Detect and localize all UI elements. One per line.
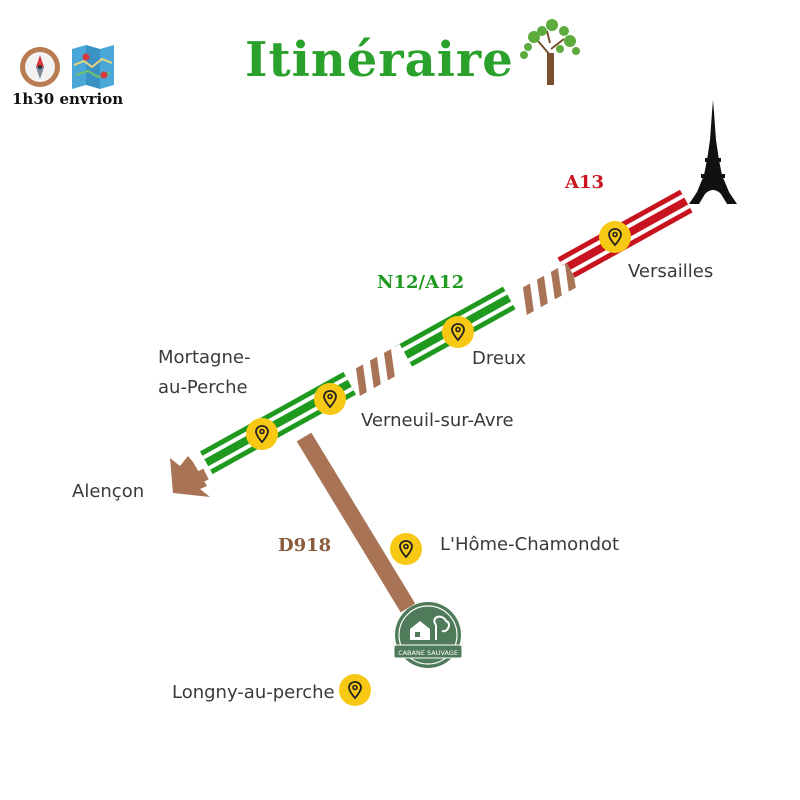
location-pin-icon [389,532,423,566]
place-alencon: Alençon [72,481,145,502]
cabane-sauvage-logo: CABANE SAUVAGE [393,602,463,668]
road-transition-1 [510,263,580,317]
road-transition-2 [343,344,413,398]
duration-label: 1h30 envrion [12,90,124,108]
place-mortagne-line1: Mortagne- [158,347,251,368]
arrow-to-alencon [170,456,210,497]
svg-text:CABANE SAUVAGE: CABANE SAUVAGE [398,649,458,657]
tree-icon [520,19,580,85]
page-title: Itinéraire [245,32,514,88]
place-home-chamondot: L'Hôme-Chamondot [440,534,620,555]
eiffel-tower-icon [689,100,737,204]
place-verneuil: Verneuil-sur-Avre [361,410,514,431]
place-dreux: Dreux [472,348,526,369]
location-pin-icon [441,315,475,349]
location-pin-icon [338,673,372,707]
location-pin-icon [245,417,279,451]
folded-map-icon [72,45,114,89]
location-pin-icon [313,382,347,416]
place-versailles: Versailles [628,261,714,282]
road-label-n12: N12/A12 [377,272,465,293]
compass-icon [20,47,60,87]
road-d918 [296,432,416,613]
place-mortagne: Mortagne- au-Perche [158,343,250,403]
road-label-d918: D918 [278,535,332,556]
place-longny: Longny-au-perche [172,682,335,703]
place-mortagne-line2: au-Perche [158,377,248,398]
road-label-a13: A13 [565,172,605,193]
location-pin-icon [598,220,632,254]
